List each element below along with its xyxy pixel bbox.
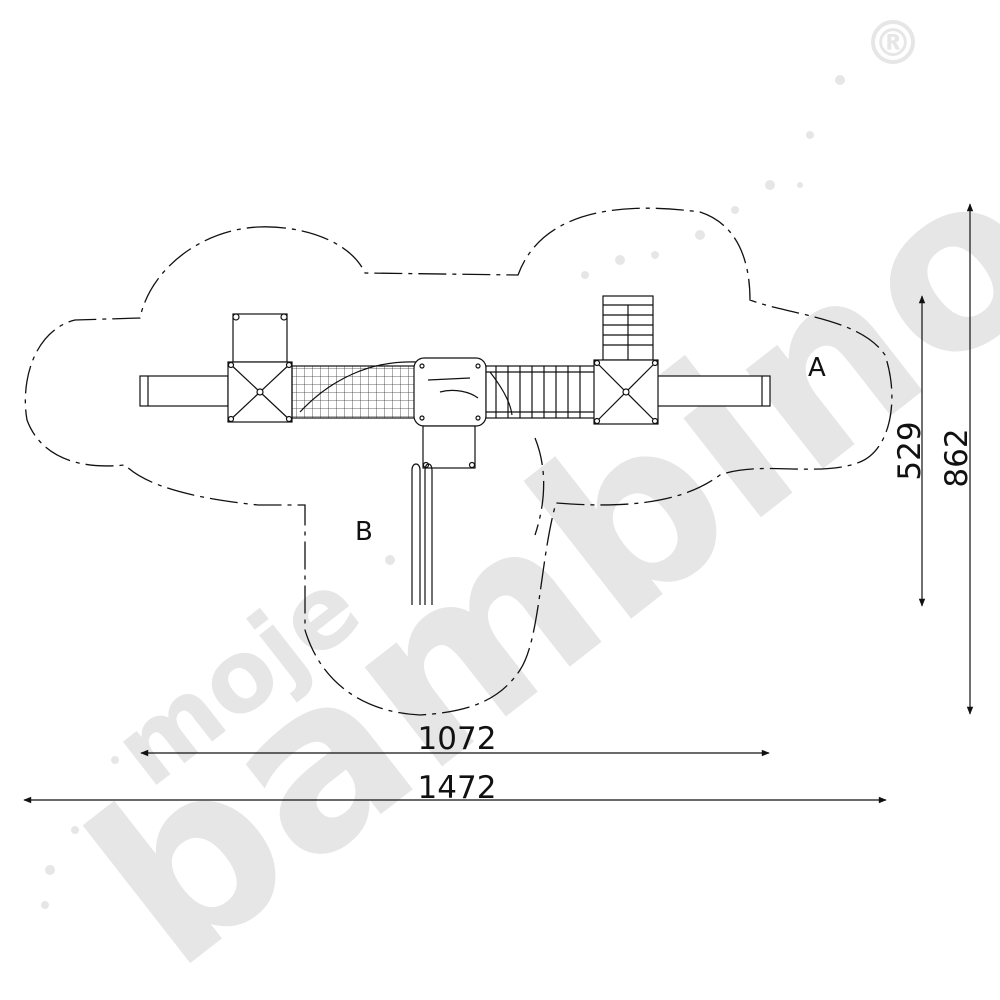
watermark-registered-mark: ® xyxy=(874,21,912,65)
central-platform xyxy=(413,357,487,427)
dimension-lines xyxy=(23,203,974,804)
ladder-bridge xyxy=(485,365,597,419)
zone-label-b: B xyxy=(355,517,373,547)
safety-zone-outline xyxy=(24,207,893,716)
outer-height-label: 862 xyxy=(939,428,975,487)
right-slide xyxy=(654,375,771,407)
net-bridge xyxy=(291,365,418,419)
watermark-dots xyxy=(41,75,845,909)
slide-rail xyxy=(411,463,433,605)
outer-width-label: 1472 xyxy=(418,770,497,806)
playground-equipment xyxy=(139,295,771,605)
registered-mark-icon: ® xyxy=(871,20,915,65)
inner-width-label: 1072 xyxy=(418,721,497,757)
watermark-brand-large: bambino xyxy=(44,115,1000,1000)
lower-platform xyxy=(422,425,476,469)
zone-label-a: A xyxy=(808,353,826,383)
left-ladder xyxy=(232,313,288,363)
right-ladder xyxy=(602,295,654,361)
watermark-logo: bambino moje ® xyxy=(41,20,1000,1000)
inner-height-label: 529 xyxy=(892,421,928,480)
left-slide xyxy=(139,375,229,407)
left-tower xyxy=(227,361,293,423)
right-tower xyxy=(593,359,659,425)
